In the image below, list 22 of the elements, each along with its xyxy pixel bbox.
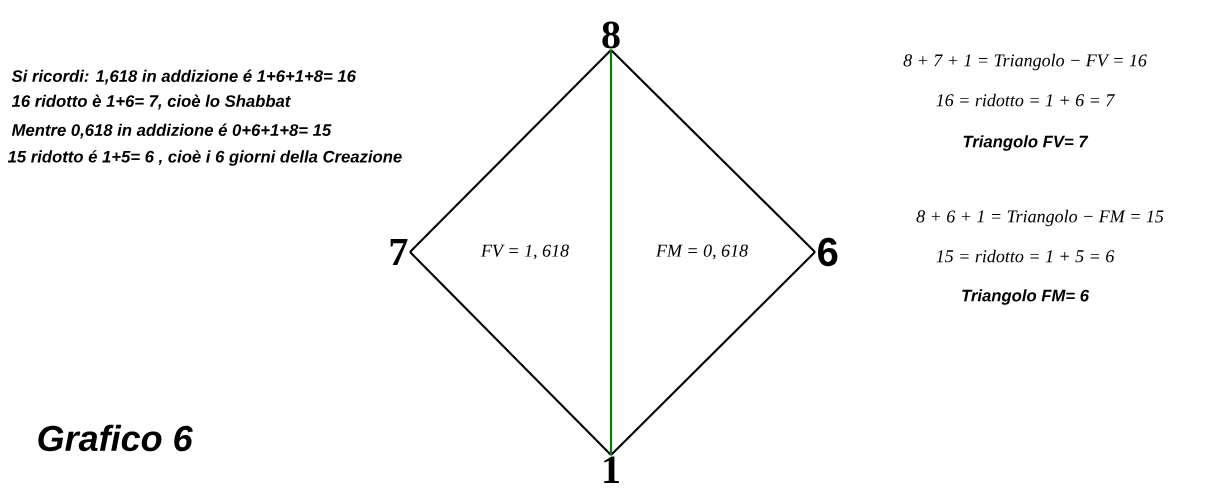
line [609,50,613,455]
vertex-label: 6 [818,237,838,267]
line [409,49,612,253]
line [610,251,816,456]
note-text: 16 ridotto è 1+6= 7, cioè lo Shabbat [11,94,291,110]
note-text: 15 ridotto é 1+5= 6 , cioè i 6 giorni della Creazione [7,150,402,166]
vertex-label: 1 [604,456,619,483]
equation: 15 = ridotto = 1 + 5 = 6 [936,249,1115,263]
vertex-label: 7 [390,238,408,266]
equation: 16 = ridotto = 1 + 6 = 7 [936,93,1115,107]
equation: FM = 0, 618 [655,244,748,260]
vertex-label: 8 [602,21,620,49]
equation: 8 + 6 + 1 = Triangolo − FM = 15 [916,209,1164,227]
note-text: Si ricordi: 1,618 in addizione é 1+6+1+8= 16 [11,69,356,85]
equation: FV = 1, 618 [480,244,569,260]
line [409,251,612,456]
figure-title: Grafico 6 [38,424,193,452]
line [610,49,816,253]
equation: 8 + 7 + 1 = Triangolo − FV = 16 [903,53,1147,71]
note-text: Triangolo FV= 7 [963,135,1089,151]
note-text: Mentre 0,618 in addizione é 0+6+1+8= 15 [11,123,332,139]
note-text: Triangolo FM= 6 [962,289,1090,305]
